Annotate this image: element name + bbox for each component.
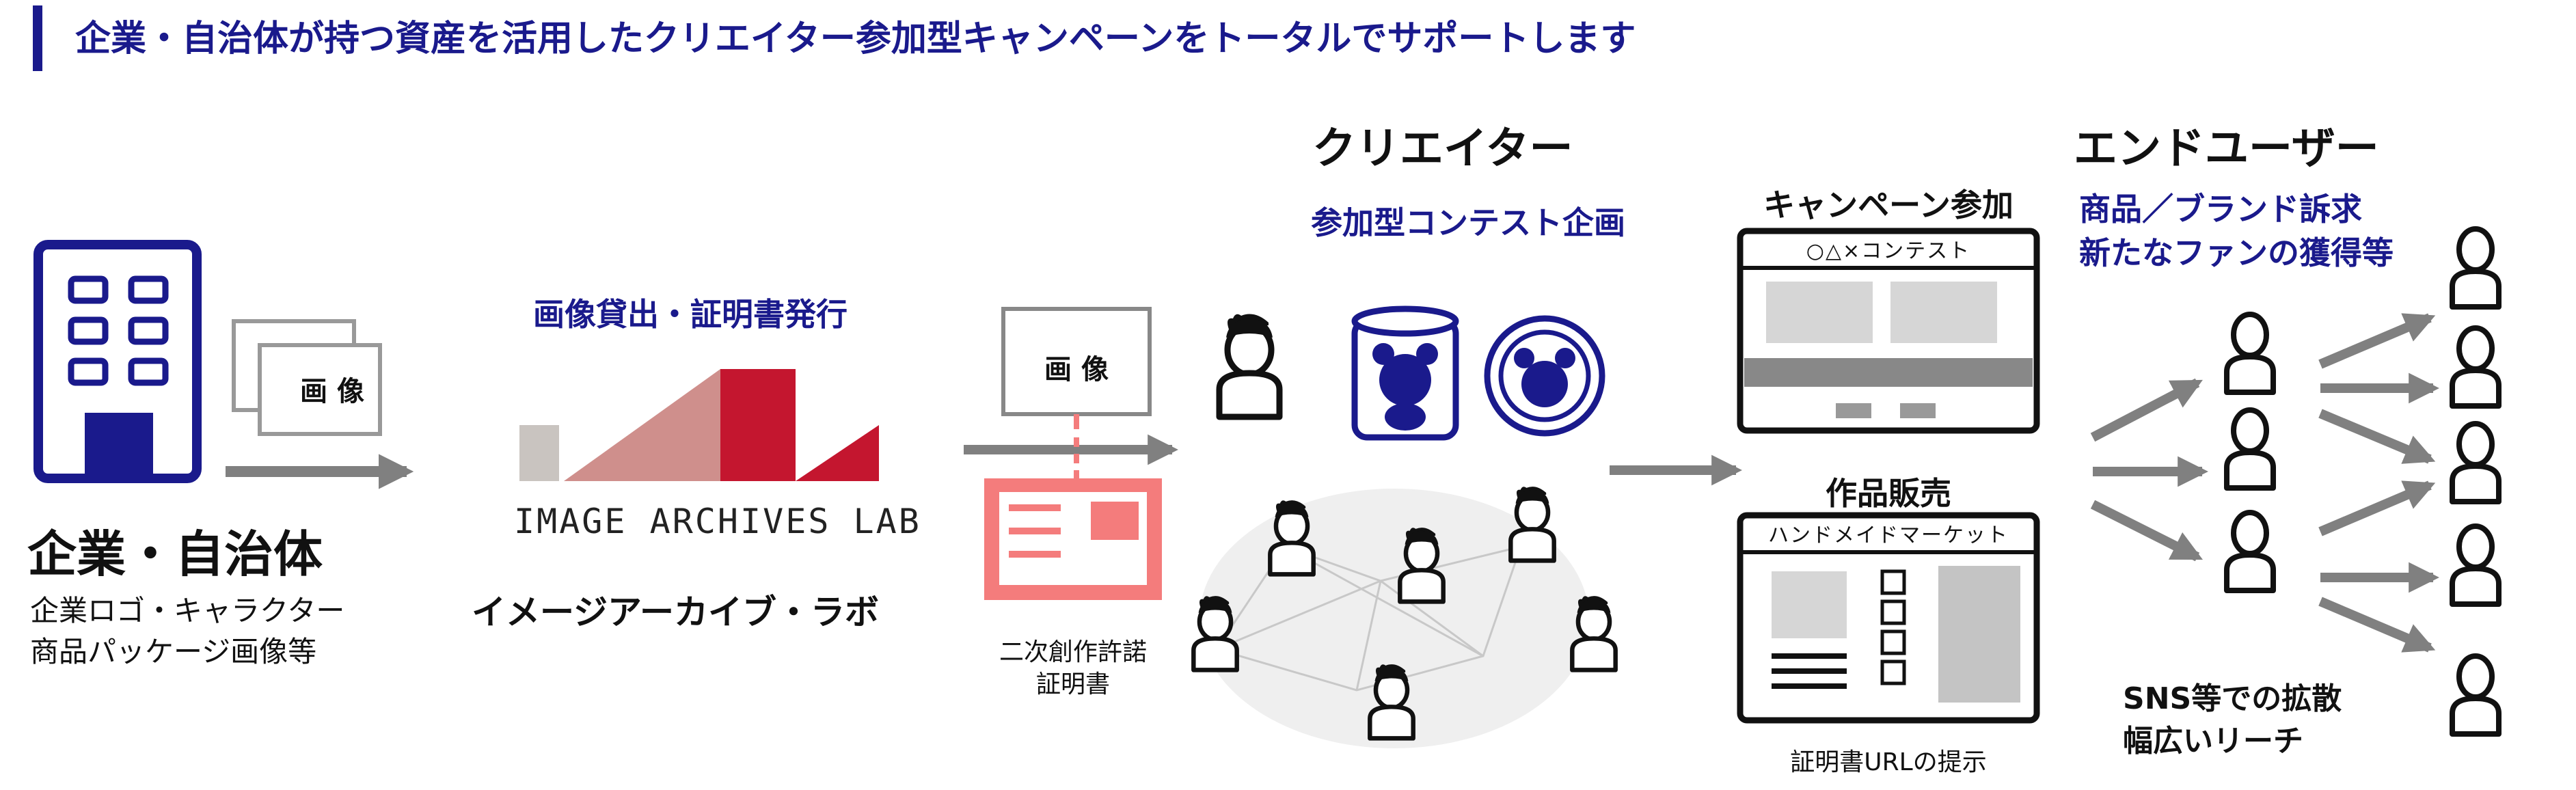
lab-logo [519, 369, 879, 481]
user-icon-right-5 [2452, 656, 2499, 734]
enduser-line1: 商品／ブランド訴求 [2079, 191, 2362, 228]
user-icon-mid-3 [2227, 513, 2273, 590]
enduser-line2: 新たなファンの獲得等 [2079, 234, 2394, 271]
campaign-title: キャンペーン参加 [1763, 187, 2014, 223]
enduser-title: エンドユーザー [2074, 124, 2379, 174]
market-window [1737, 512, 2040, 724]
deliverable-image-label: 画 像 [1044, 354, 1109, 385]
creator-person-icon [1219, 314, 1279, 417]
building-icon [33, 240, 202, 483]
sns-line2: 幅広いリーチ [2123, 724, 2303, 759]
certificate-label-1: 二次創作許諾 [999, 638, 1147, 666]
arrows-to-users [2090, 313, 2439, 653]
contest-window-title: ○△×コンテスト [1806, 239, 1971, 263]
company-title: 企業・自治体 [27, 526, 323, 583]
market-window-title: ハンドメイドマーケット [1768, 523, 2009, 547]
user-icon-mid-2 [2227, 410, 2273, 488]
lab-service-text: 画像貸出・証明書発行 [533, 296, 848, 333]
monitor-icon [1001, 307, 1152, 429]
certificate-icon [984, 437, 1162, 600]
lab-name: イメージアーカイブ・ラボ [472, 592, 879, 632]
sales-caption: 証明書URLの提示 [1790, 748, 1987, 776]
sales-title: 作品販売 [1826, 475, 1951, 512]
user-icon-right-4 [2452, 526, 2499, 604]
company-line2: 商品パッケージ画像等 [30, 635, 317, 668]
company-line1: 企業ロゴ・キャラクター [30, 594, 345, 627]
user-icon-right-3 [2452, 424, 2499, 502]
header-accent-bar [33, 5, 42, 71]
lab-logo-text: IMAGE ARCHIVES LAB [514, 502, 921, 541]
contest-window [1737, 228, 2040, 434]
creator-subtitle: 参加型コンテスト企画 [1311, 204, 1625, 241]
sns-line1: SNS等での拡散 [2123, 681, 2342, 716]
image-stack-icon [232, 319, 382, 436]
company-image-label: 画 像 [300, 376, 364, 407]
user-icon-right-2 [2452, 328, 2499, 406]
user-icon-mid-1 [2227, 314, 2273, 392]
certificate-label-2: 証明書 [1035, 670, 1110, 698]
user-icon-right-1 [2452, 229, 2499, 307]
bear-badge-icon [1484, 315, 1605, 437]
creator-title: クリエイター [1312, 124, 1573, 174]
bear-jar-icon [1351, 305, 1459, 441]
page-title: 企業・自治体が持つ資産を活用したクリエイター参加型キャンペーンをトータルでサポー… [75, 18, 1636, 59]
